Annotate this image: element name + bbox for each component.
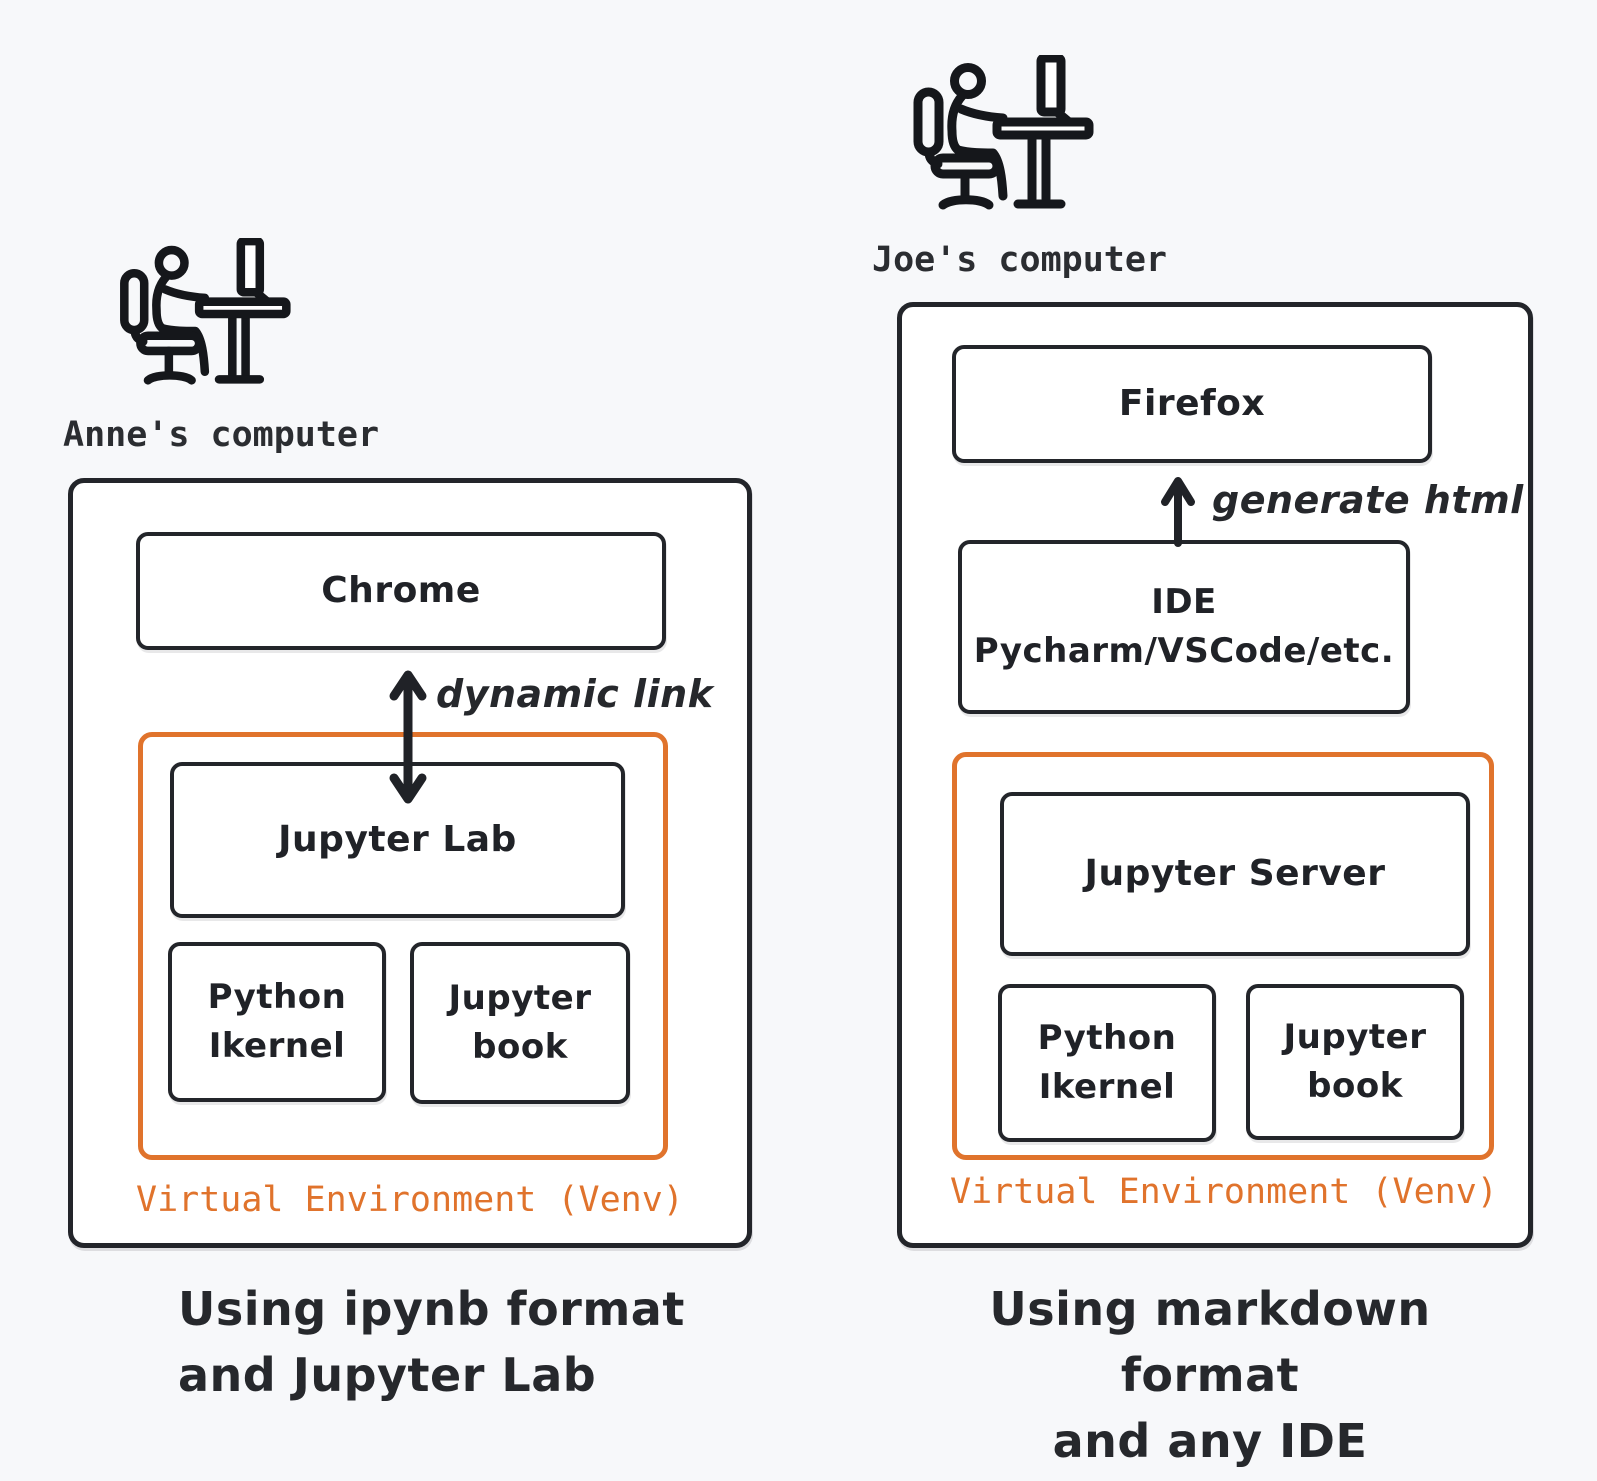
caption-right: Using markdown format and any IDE (989, 1282, 1431, 1468)
python-ikernel-box-left: Python Ikernel (168, 942, 386, 1102)
jupyter-lab-box: Jupyter Lab (170, 762, 625, 918)
jupyter-server-label: Jupyter Server (1084, 852, 1386, 894)
python-ikernel-box-right: Python Ikernel (998, 984, 1216, 1142)
venv-box-right (952, 752, 1494, 1160)
venv-label-left: Virtual Environment (Venv) (136, 1180, 684, 1220)
jupyter-book-box-left: Jupyter book (410, 942, 630, 1104)
jupyter-book-box-right: Jupyter book (1246, 984, 1464, 1140)
generate-html-arrow (1161, 477, 1195, 547)
ide-box: IDE Pycharm/VSCode/etc. (958, 540, 1410, 714)
python-ikernel-label-right: Python Ikernel (1037, 1017, 1177, 1107)
person-at-desk-icon (120, 238, 291, 385)
venv-box-left (138, 732, 668, 1160)
caption-left: Using ipynb format and Jupyter Lab (178, 1282, 685, 1402)
firefox-label: Firefox (1118, 382, 1266, 424)
chrome-label: Chrome (321, 569, 481, 611)
computer-label-joe: Joe's computer (872, 240, 1168, 280)
generate-html-label: generate html (1212, 478, 1524, 522)
dynamic-link-label: dynamic link (436, 672, 714, 716)
computer-label-anne: Anne's computer (63, 415, 380, 455)
dynamic-link-arrow (389, 670, 427, 804)
jupyter-book-label-left: Jupyter book (448, 977, 592, 1067)
venv-label-right: Virtual Environment (Venv) (950, 1172, 1498, 1212)
firefox-box: Firefox (952, 345, 1432, 463)
jupyter-lab-label: Jupyter Lab (278, 818, 517, 860)
jupyter-server-box: Jupyter Server (1000, 792, 1470, 956)
ide-label: IDE Pycharm/VSCode/etc. (973, 581, 1395, 671)
jupyter-book-label-right: Jupyter book (1283, 1016, 1427, 1106)
python-ikernel-label-left: Python Ikernel (207, 976, 347, 1066)
person-at-desk-icon (913, 55, 1094, 210)
chrome-box: Chrome (136, 532, 666, 650)
